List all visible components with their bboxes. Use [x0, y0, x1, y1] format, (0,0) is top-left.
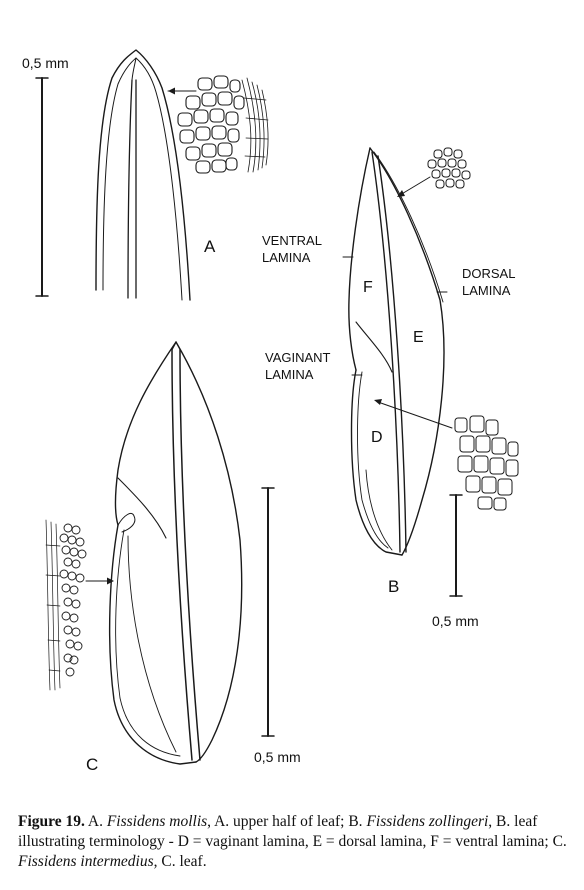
leaf-a	[35, 49, 269, 301]
leaf-a-cells	[177, 75, 245, 174]
dorsal-label-1: DORSAL	[462, 266, 515, 281]
leaf-b-lower-cells	[454, 415, 519, 511]
leaf-c-cells	[59, 523, 87, 677]
ventral-label-2: LAMINA	[262, 250, 311, 265]
scale-label-c: 0,5 mm	[254, 749, 301, 765]
caption-species-c: Fissidens intermedius	[18, 853, 154, 870]
caption-species-a: Fissidens mollis	[106, 813, 208, 830]
leaf-a-elongate-cells	[241, 77, 269, 173]
scale-label-a: 0,5 mm	[22, 55, 69, 71]
caption-part-4: , C. leaf.	[153, 853, 207, 870]
vaginant-label-1: VAGINANT	[265, 350, 331, 365]
panel-label-b: B	[388, 577, 399, 596]
ventral-label-1: VENTRAL	[262, 233, 322, 248]
caption-part-1: A.	[84, 813, 107, 830]
caption-figure-label: Figure 19.	[18, 813, 85, 830]
dorsal-label-2: LAMINA	[462, 283, 511, 298]
region-label-d: D	[371, 429, 383, 446]
botanical-figure: 0,5 mm A VENTRAL LAMINA DORSAL LAMINA VA…	[22, 49, 519, 774]
panel-label-a: A	[204, 237, 216, 256]
region-label-e: E	[413, 329, 424, 346]
leaf-c	[45, 341, 275, 765]
vaginant-label-2: LAMINA	[265, 367, 314, 382]
leaf-b	[342, 147, 519, 597]
panel-label-c: C	[86, 755, 98, 774]
caption-species-b: Fissidens zollingeri	[366, 813, 489, 830]
figure-caption: Figure 19. A. Fissidens mollis, A. upper…	[18, 812, 576, 872]
region-label-f: F	[363, 279, 373, 296]
scale-label-b: 0,5 mm	[432, 613, 479, 629]
leaf-b-upper-cells	[427, 147, 471, 189]
leaf-c-elongate-cells	[45, 519, 61, 691]
caption-part-2: , A. upper half of leaf; B.	[207, 813, 367, 830]
caption-part-3: , B. leaf illustrating terminology - D =…	[18, 813, 567, 850]
